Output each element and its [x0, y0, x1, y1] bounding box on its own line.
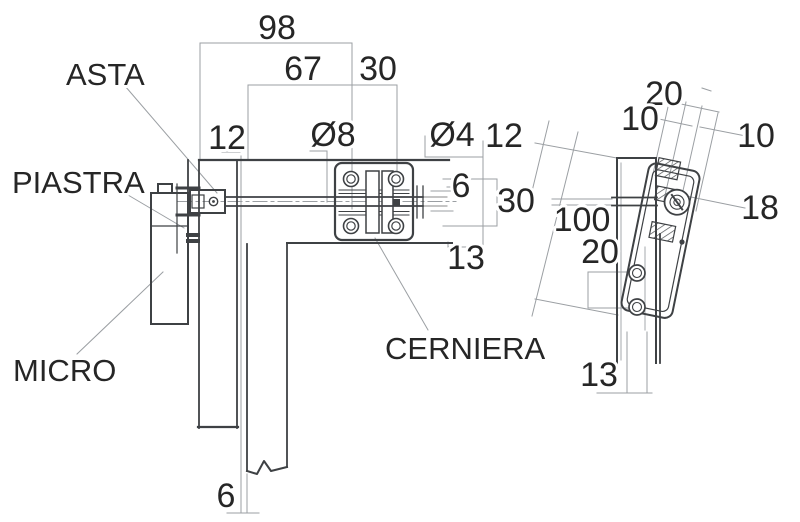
- rod-end-block: [189, 189, 226, 214]
- dim-dia4: Ø4: [429, 116, 474, 154]
- micro-leader-line: [76, 271, 164, 355]
- hinge-section-hatch: [648, 220, 677, 243]
- dim-dia4-leader: [424, 135, 483, 158]
- piastra-leader-line: [127, 194, 185, 229]
- dim-13-bottom-line: [596, 331, 653, 394]
- dim-10-right-line: [699, 126, 747, 137]
- dim-100: 100: [554, 201, 611, 239]
- dim-67-30-line: [247, 84, 398, 178]
- hinge-plate-outline: [333, 161, 415, 242]
- rod-end-screw-dot: [212, 200, 215, 203]
- side-dimension-lines: [526, 87, 747, 394]
- side-body: [611, 157, 701, 368]
- dim-30-right-line: [442, 178, 498, 227]
- dim-13-bottom: 13: [580, 356, 618, 394]
- dim-12-left-line: [221, 146, 241, 153]
- dim-6-bottom-line: [226, 473, 260, 514]
- side-top-ext: [534, 142, 618, 159]
- dim-10-left: 10: [621, 100, 659, 138]
- tilted-plate: [620, 157, 701, 319]
- dim-6-mid-line: [430, 186, 454, 212]
- dim-dia8: Ø8: [310, 116, 355, 154]
- label-micro: MICRO: [13, 353, 116, 388]
- dim-10-left-line: [658, 118, 693, 127]
- hinge-slot: [365, 170, 380, 234]
- dim-12-right: 12: [485, 117, 523, 155]
- dim-98: 98: [258, 9, 296, 47]
- cerniera-leader-line: [374, 237, 429, 331]
- piastra-section-band: [186, 233, 200, 237]
- bar-b-break-line: [245, 460, 289, 475]
- hinge-knuckle-ring: [669, 194, 685, 210]
- side-view: [526, 87, 747, 394]
- dim-13-right: 13: [447, 239, 485, 277]
- dim-20-top: 20: [645, 75, 683, 113]
- dim-67: 67: [284, 50, 322, 88]
- rod-end-section: [611, 196, 658, 207]
- dim-dia8-leader: [309, 150, 328, 203]
- front-view: [76, 42, 498, 514]
- micro-switch-body: [150, 192, 189, 325]
- dim-6-mid: 6: [452, 167, 471, 205]
- micro-switch-plunger: [157, 183, 173, 194]
- label-piastra: PIASTRA: [12, 165, 145, 200]
- asta-leader-line: [124, 85, 218, 194]
- rod-end-bracket: [416, 185, 424, 219]
- hinge-screws: [342, 170, 405, 235]
- side-bottom-ext: [534, 298, 619, 316]
- dim-30-top: 30: [359, 50, 397, 88]
- hinge-knuckle-pin: [673, 198, 681, 206]
- dim-10-right: 10: [737, 117, 775, 155]
- dim-98-line: [199, 42, 353, 210]
- piastra-section-band: [186, 239, 200, 243]
- dim-18: 18: [741, 189, 779, 227]
- side-screws: [628, 264, 646, 316]
- side-rod-ext: [551, 198, 613, 206]
- label-asta: ASTA: [66, 57, 145, 92]
- dim-tick: [701, 87, 712, 92]
- rod-tip-edges: [422, 196, 448, 207]
- rod-end-block-inner: [191, 194, 205, 209]
- hinge-setscrew: [393, 199, 400, 206]
- dim-100-lines: [526, 120, 579, 317]
- annotations: 98 67 30 12 Ø8 Ø4 12 6 30 13 6 ASTA PIAS…: [9, 6, 782, 518]
- side-ext-lines-tilted: [647, 97, 719, 212]
- front-body: [150, 158, 453, 475]
- dim-6-bottom: 6: [217, 477, 236, 515]
- hinge-section-hatch: [654, 157, 682, 181]
- dim-30-right: 30: [497, 182, 535, 220]
- label-cerniera: CERNIERA: [385, 331, 546, 366]
- dim-12-left: 12: [208, 119, 246, 157]
- dim-20-mid: 20: [581, 233, 619, 271]
- locating-pin-dot: [679, 239, 685, 245]
- knuckle-screw-slot: [670, 193, 684, 211]
- dim-20-top-line: [680, 103, 720, 113]
- front-hinge: [224, 161, 448, 242]
